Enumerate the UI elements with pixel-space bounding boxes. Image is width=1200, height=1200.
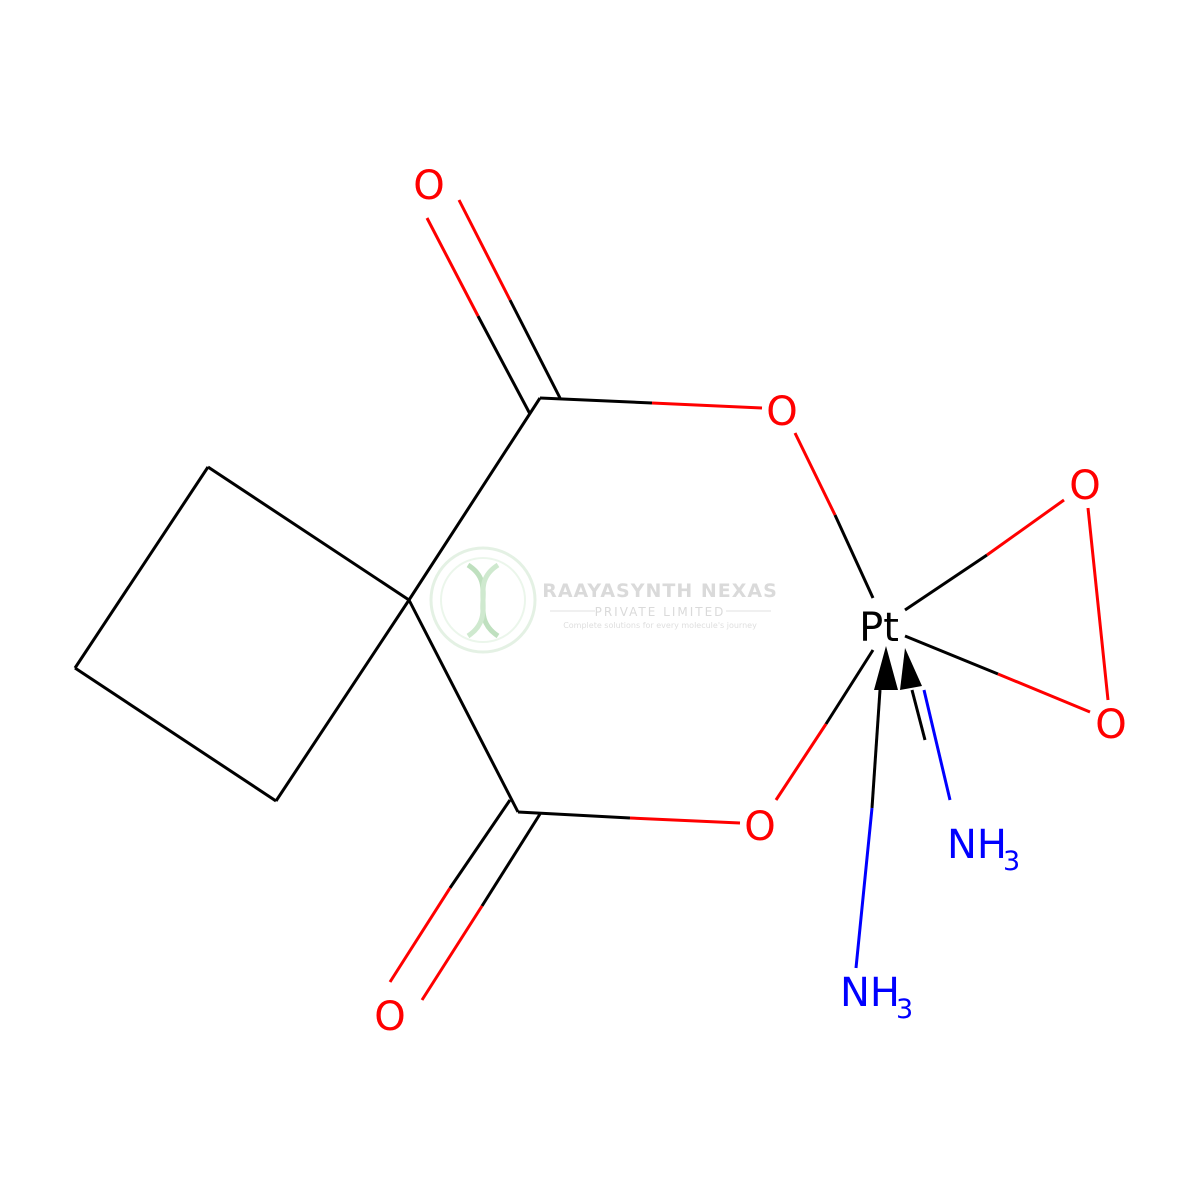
bond [910, 689, 927, 741]
upper-ester-bond [539, 396, 763, 410]
ammine-right-subscript: 3 [1003, 846, 1020, 877]
atom-oxygen-carbonyl-bottom: O [374, 994, 405, 1040]
bond [539, 396, 653, 405]
dative-arrow-icon [874, 646, 898, 690]
lower-o-pt-bond [774, 649, 875, 801]
carbon-bonds [407, 397, 542, 813]
bond [870, 689, 882, 809]
bond [854, 807, 874, 969]
watermark-inner-circle [440, 557, 526, 643]
atom-oxygen-ester-lower: O [744, 804, 775, 850]
dna-helix-strand-icon [466, 562, 500, 639]
bond [904, 634, 999, 676]
lower-ester-bond [517, 810, 741, 825]
watermark-logo: RAAYASYNTH NEXAS PRIVATE LIMITED Complet… [429, 546, 778, 654]
bond [774, 723, 828, 801]
bond [457, 199, 512, 301]
bond [388, 887, 452, 983]
bond [207, 465, 410, 602]
bond [629, 816, 741, 825]
bond [1086, 507, 1110, 701]
upper-o-pt-bond [793, 432, 875, 599]
bond [833, 514, 875, 599]
ammine-bottom-subscript: 3 [896, 994, 913, 1025]
dative-bonds [854, 646, 952, 969]
atom-oxygen-peroxo-2: O [1095, 702, 1126, 748]
watermark-title: RAAYASYNTH NEXAS [542, 580, 778, 602]
atom-oxygen-peroxo-1: O [1069, 463, 1100, 509]
bond [922, 689, 952, 801]
bond [407, 599, 520, 813]
bond [407, 397, 542, 601]
bond [904, 553, 988, 612]
ammine-bottom: NH 3 [840, 970, 913, 1025]
bond [986, 498, 1065, 557]
bond [74, 666, 277, 803]
watermark-tagline: Complete solutions for every molecule's … [563, 621, 757, 630]
atom-oxygen-carbonyl-top: O [413, 163, 444, 209]
peroxo-bonds [904, 498, 1110, 714]
atom-oxygen-ester-upper: O [766, 389, 797, 435]
bond [420, 905, 484, 1001]
bond [824, 649, 875, 725]
cyclobutane-ring [73, 465, 411, 803]
atom-platinum: Pt [859, 605, 899, 651]
bond [476, 315, 532, 415]
bond [480, 813, 542, 907]
bond [274, 599, 411, 802]
bond [508, 299, 562, 399]
dative-arrow-icon [900, 648, 922, 690]
bond [73, 466, 210, 669]
bond [997, 672, 1091, 714]
bond [425, 217, 480, 317]
ammine-right: NH 3 [947, 822, 1020, 877]
watermark-circle [429, 546, 537, 654]
lower-carbonyl-bond [388, 799, 542, 1001]
bond [793, 432, 837, 516]
ammine-bottom-label: NH [840, 970, 900, 1016]
ammine-right-label: NH [947, 822, 1007, 868]
watermark-subtitle: PRIVATE LIMITED [595, 605, 726, 619]
upper-carbonyl-bond [425, 199, 562, 415]
bond [517, 810, 631, 820]
bond [651, 401, 763, 410]
bond [448, 799, 512, 889]
